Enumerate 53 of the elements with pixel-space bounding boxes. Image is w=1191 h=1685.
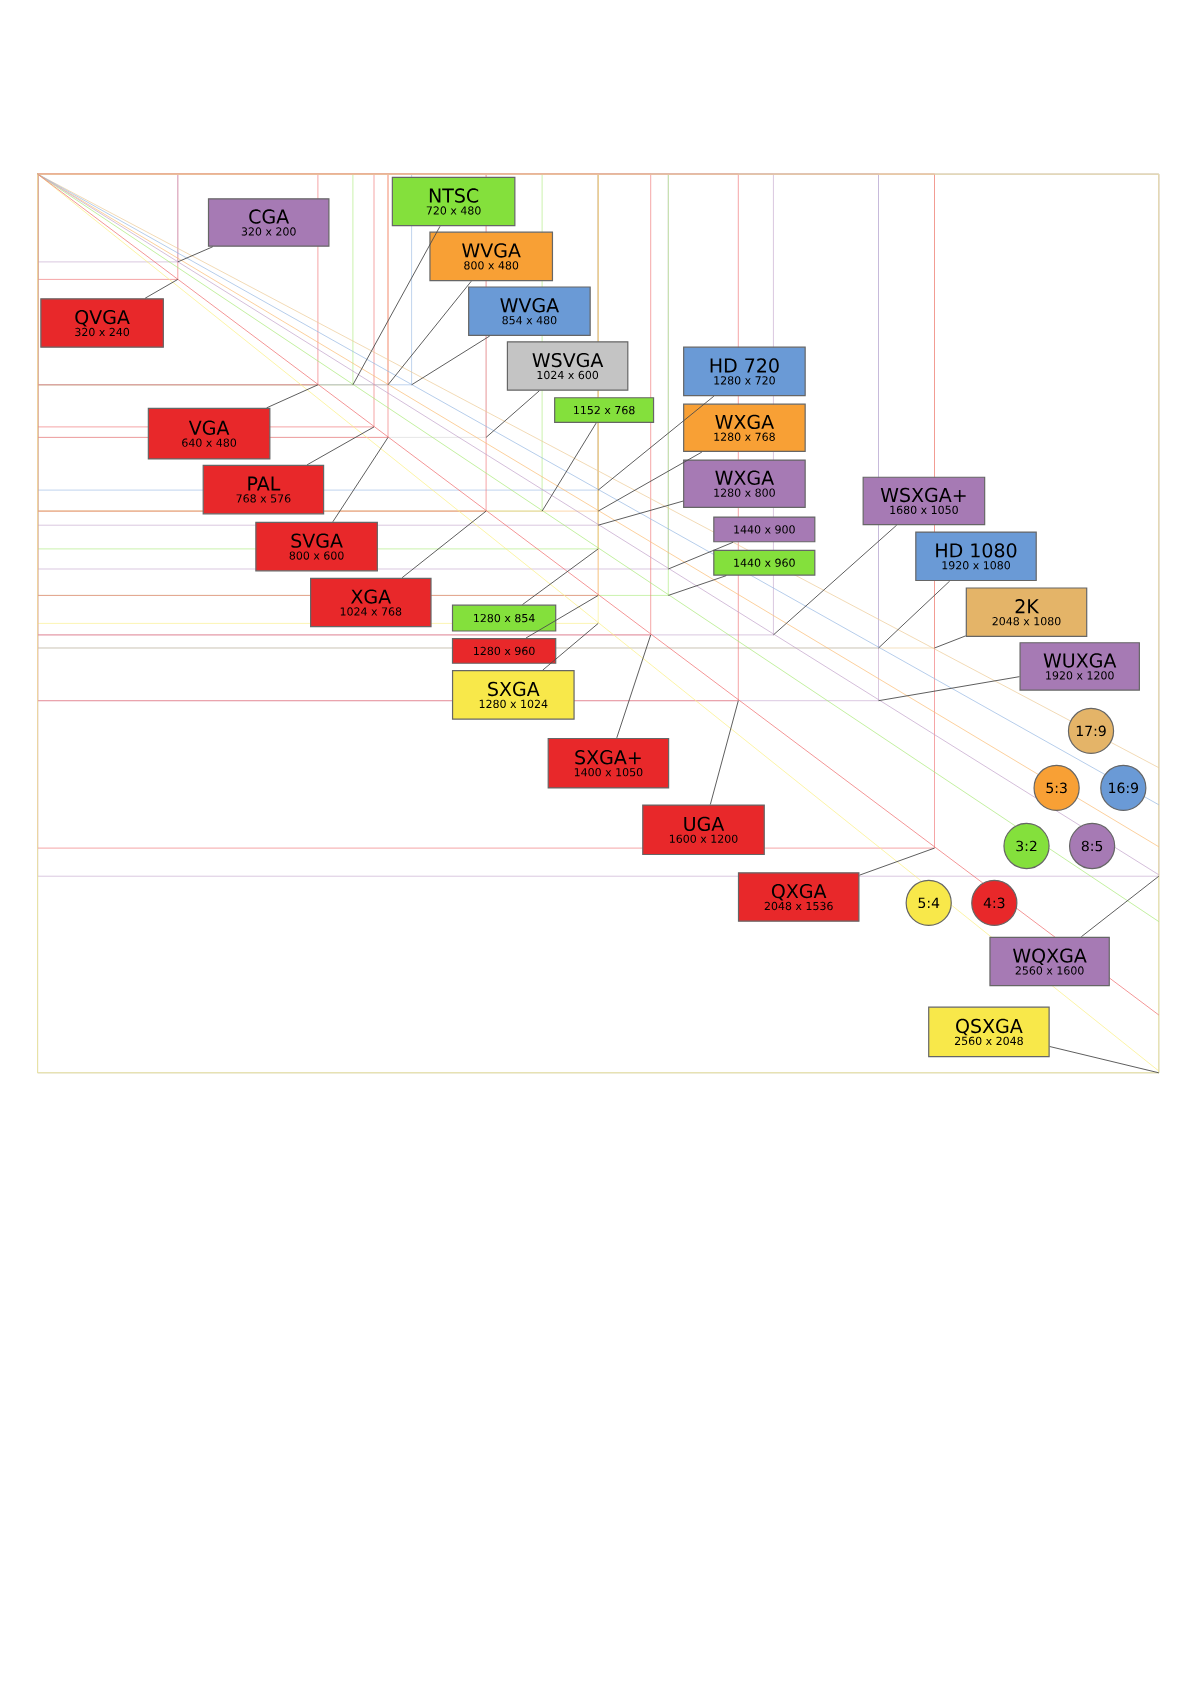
resolution-tag: 1280 x 960	[451, 637, 557, 664]
resolution-label: WXGA 1280 x 800	[683, 459, 806, 508]
resolution-label: WXGA 1280 x 768	[683, 403, 806, 453]
leader-line	[525, 594, 599, 639]
resolution-label: SVGA 800 x 600	[255, 521, 378, 572]
leader-line	[387, 280, 472, 386]
resolution-label: WSVGA 1024 x 600	[506, 341, 629, 391]
resolution-label: PAL 768 x 576	[202, 464, 325, 515]
resolution-label: SXGA 1280 x 1024	[451, 670, 575, 720]
leader-line	[709, 700, 739, 805]
leader-line	[597, 395, 715, 491]
resolution-tag: 1440 x 900	[713, 516, 816, 543]
resolution-label: WVGA 854 x 480	[468, 286, 591, 336]
resolution-tag: 1152 x 768	[554, 397, 655, 424]
leader-line	[266, 384, 319, 409]
resolution-label: VGA 640 x 480	[147, 407, 271, 460]
resolution-label: HD 720 1280 x 720	[683, 346, 806, 397]
resolution-label: SXGA+ 1400 x 1050	[547, 737, 670, 789]
leader-line	[934, 635, 967, 649]
leader-line	[352, 225, 441, 386]
resolution-label: QVGA 320 x 240	[40, 298, 164, 348]
resolution-label: QSXGA 2560 x 2048	[928, 1006, 1050, 1058]
resolution-tag: 1440 x 960	[713, 549, 816, 576]
leader-line	[1080, 875, 1160, 938]
leader-line	[332, 436, 389, 523]
leader-line	[772, 524, 898, 636]
resolution-tag: 1280 x 854	[451, 604, 557, 632]
leader-line	[542, 622, 599, 671]
resolution-label: NTSC 720 x 480	[391, 176, 516, 227]
leader-line	[522, 548, 599, 606]
resolution-label: UGA 1600 x 1200	[642, 804, 765, 856]
resolution-label: CGA 320 x 200	[207, 198, 330, 247]
leader-line	[597, 451, 703, 512]
leader-line	[306, 426, 375, 466]
leader-line	[859, 847, 935, 876]
resolution-label: XGA 1024 x 768	[310, 577, 432, 628]
resolution-label: WQXGA 2560 x 1600	[989, 936, 1110, 987]
resolution-label: 2K 2048 x 1080	[965, 587, 1088, 637]
leader-line	[616, 634, 652, 739]
leader-line	[667, 541, 734, 570]
resolution-label: HD 1080 1920 x 1080	[915, 531, 1037, 582]
leader-line	[597, 500, 684, 526]
leader-line	[144, 278, 179, 299]
resolution-label: QXGA 2048 x 1536	[737, 872, 860, 922]
resolution-label: WUXGA 1920 x 1200	[1019, 642, 1140, 691]
resolution-label: WVGA 800 x 480	[429, 231, 554, 282]
leader-line	[177, 246, 214, 263]
leader-line	[878, 676, 1020, 702]
leader-line	[401, 510, 487, 579]
leader-line	[667, 575, 727, 596]
leader-line	[1049, 1046, 1160, 1074]
leader-line	[878, 580, 951, 649]
resolution-label: WSXGA+ 1680 x 1050	[862, 476, 986, 526]
